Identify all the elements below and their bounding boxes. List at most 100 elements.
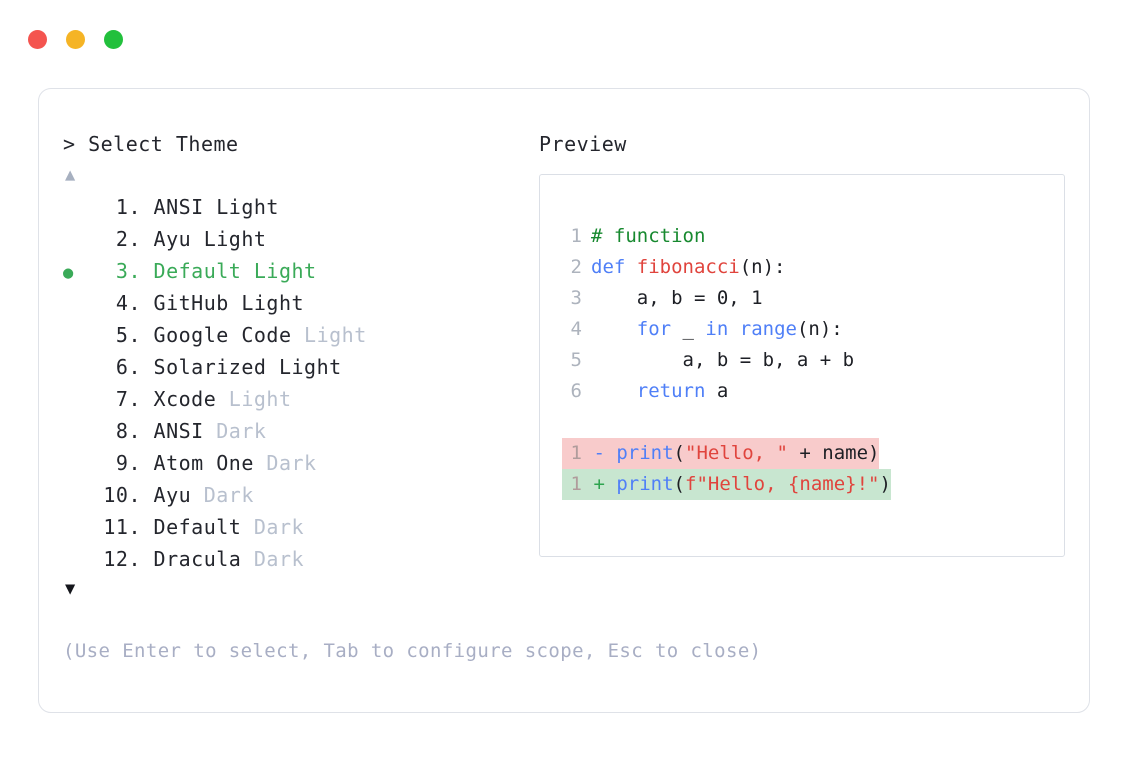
code-token (605, 442, 616, 464)
line-number: 2 (570, 256, 582, 278)
code-line-text: a, b = 0, 1 (591, 283, 763, 314)
code-line-text: for _ in range(n): (591, 314, 843, 345)
code-token: fibonacci (636, 256, 740, 278)
code-token: # function (591, 225, 706, 247)
theme-item-variant: Light (228, 387, 292, 411)
preview-label: Preview (539, 132, 627, 156)
theme-item-variant: Light (241, 291, 305, 315)
theme-item-number: 1. (115, 195, 141, 219)
prompt-label: > Select Theme (63, 132, 239, 156)
theme-item-number: 11. (103, 515, 141, 539)
theme-item-variant: Light (278, 355, 342, 379)
theme-list-item[interactable]: 2. Ayu Light (63, 223, 533, 255)
theme-item-number: 12. (103, 547, 141, 571)
code-line: 3 a, b = 0, 1 (562, 283, 1064, 314)
code-token: in (705, 318, 729, 340)
theme-item-number: 2. (115, 227, 141, 251)
line-number: 4 (570, 318, 582, 340)
code-token: ( (673, 442, 685, 464)
code-token: (n): (739, 256, 786, 278)
theme-item-name: Solarized (141, 355, 279, 379)
code-token: _ (671, 318, 706, 340)
code-token: a, b = 0, 1 (591, 287, 763, 309)
code-line-text: # function (591, 221, 705, 252)
theme-list-item[interactable]: 1. ANSI Light (63, 191, 533, 223)
code-line-text: def fibonacci(n): (591, 252, 785, 283)
window-controls (28, 30, 123, 49)
theme-item-number: 9. (115, 451, 141, 475)
theme-item-variant: Dark (266, 451, 317, 475)
scroll-down-icon[interactable]: ▼ (65, 579, 76, 599)
theme-item-variant: Light (203, 227, 267, 251)
scroll-up-icon[interactable]: ▲ (65, 165, 76, 185)
theme-item-name: Ayu (141, 483, 204, 507)
theme-list-item[interactable]: 9. Atom One Dark (63, 447, 533, 479)
code-token: print (616, 473, 674, 495)
code-token: (n): (796, 318, 843, 340)
code-token (728, 318, 739, 340)
maximize-icon[interactable] (104, 30, 123, 49)
theme-item-name: GitHub (141, 291, 242, 315)
theme-item-number: 5. (115, 323, 141, 347)
code-token: f"Hello, {name}!" (685, 473, 880, 495)
close-icon[interactable] (28, 30, 47, 49)
code-token (591, 318, 637, 340)
code-token: def (591, 256, 637, 278)
code-token: "Hello, " (685, 442, 788, 464)
code-line: 5 a, b = b, a + b (562, 345, 1064, 376)
theme-list-item[interactable]: 11. Default Dark (63, 511, 533, 543)
theme-item-name: ANSI (141, 419, 217, 443)
theme-item-name: Default (141, 515, 254, 539)
code-token: for (636, 318, 672, 340)
code-token: a (705, 380, 729, 402)
theme-item-name: ANSI (141, 195, 217, 219)
theme-list-item[interactable]: 5. Google Code Light (63, 319, 533, 351)
theme-item-name: Atom One (141, 451, 267, 475)
code-line: 4 for _ in range(n): (562, 314, 1064, 345)
theme-item-number: 4. (115, 291, 141, 315)
code-token: return (636, 380, 706, 402)
theme-list-item[interactable]: 4. GitHub Light (63, 287, 533, 319)
code-line: 2 def fibonacci(n): (562, 252, 1064, 283)
line-number: 1 (562, 438, 582, 469)
theme-list-item[interactable]: 7. Xcode Light (63, 383, 533, 415)
theme-item-variant: Dark (253, 547, 305, 571)
line-number: 6 (570, 380, 582, 402)
theme-item-number: 6. (115, 355, 141, 379)
diff-marker: - (582, 442, 605, 464)
theme-item-variant: Dark (203, 483, 254, 507)
code-line-text: a, b = b, a + b (591, 345, 855, 376)
theme-list-item[interactable]: 8. ANSI Dark (63, 415, 533, 447)
code-line-text: return a (591, 376, 729, 407)
theme-item-name: Google Code (141, 323, 305, 347)
theme-item-variant: Light (304, 323, 367, 347)
line-number: 1 (562, 469, 582, 500)
theme-list-item[interactable]: 10. Ayu Dark (63, 479, 533, 511)
code-token: range (739, 318, 797, 340)
diff-line-text: + print(f"Hello, {name}!") (582, 469, 891, 500)
theme-item-number: 10. (103, 483, 141, 507)
diff-line-text: - print("Hello, " + name) (582, 438, 880, 469)
line-number: 1 (570, 225, 582, 247)
theme-item-number: 7. (115, 387, 141, 411)
code-blank-line (562, 407, 1064, 438)
theme-list-item[interactable]: 12. Dracula Dark (63, 543, 533, 575)
code-token: ( (673, 473, 685, 495)
code-token: a, b = b, a + b (591, 349, 855, 371)
diff-line-del: 1 - print("Hello, " + name) (562, 438, 1064, 469)
theme-item-variant: Dark (216, 419, 267, 443)
theme-item-variant: Light (253, 259, 317, 283)
theme-item-name: Ayu (141, 227, 204, 251)
theme-list-item[interactable]: ●3. Default Light (63, 255, 533, 287)
keyboard-hint: (Use Enter to select, Tab to configure s… (63, 640, 762, 662)
code-token (605, 473, 616, 495)
diff-marker: + (582, 473, 605, 495)
selected-bullet-icon: ● (63, 263, 74, 283)
minimize-icon[interactable] (66, 30, 85, 49)
theme-list-item[interactable]: 6. Solarized Light (63, 351, 533, 383)
